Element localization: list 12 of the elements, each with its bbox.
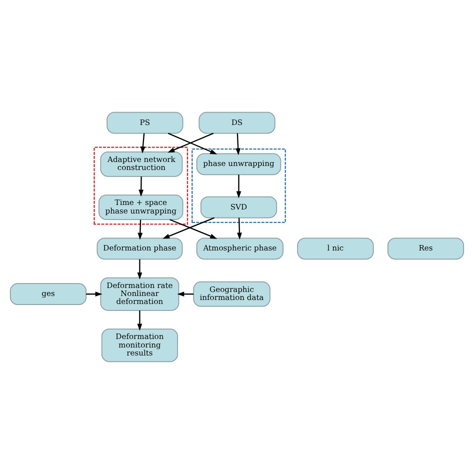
arrow xyxy=(162,217,214,239)
arrow xyxy=(236,133,241,156)
arrow xyxy=(140,133,146,154)
arrow xyxy=(137,259,142,280)
arrow xyxy=(170,219,218,239)
arrow xyxy=(137,310,142,331)
arrow xyxy=(138,220,143,240)
arrow xyxy=(86,292,102,297)
arrow xyxy=(236,174,242,198)
arrow xyxy=(237,218,242,240)
arrow xyxy=(138,176,144,197)
arrow xyxy=(177,292,194,297)
